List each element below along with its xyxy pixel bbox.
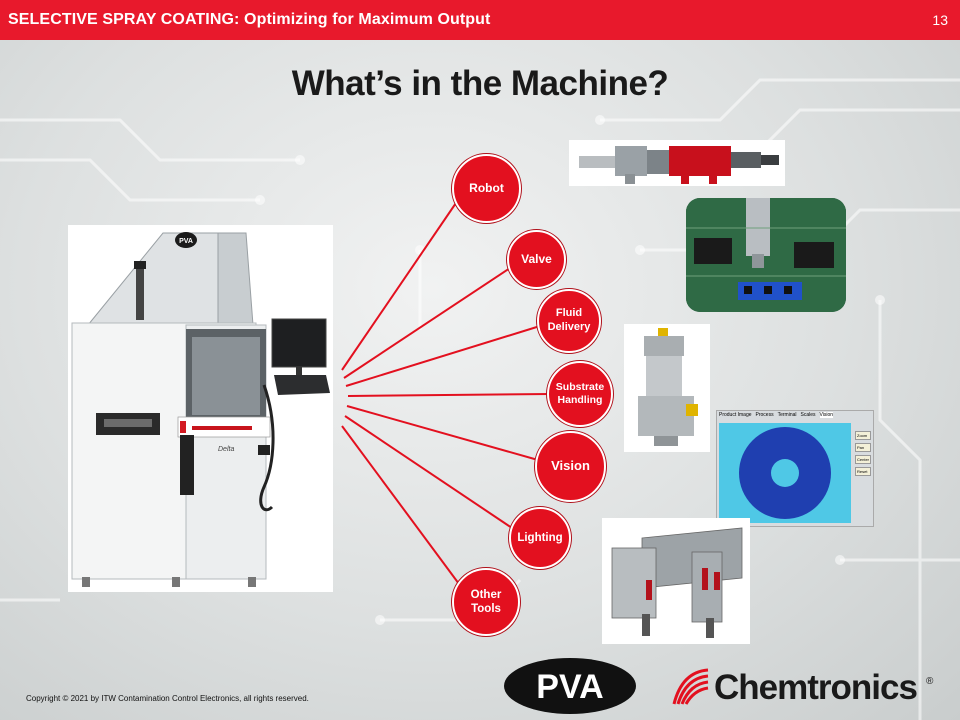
node-other-label-1: Other xyxy=(470,588,502,601)
connector-substrate xyxy=(347,393,551,397)
connector-lighting xyxy=(344,415,513,529)
vision-zoom-button[interactable]: Zoom xyxy=(855,431,872,440)
vision-tabs: Product Image Process Terminal Scales Vi… xyxy=(719,412,834,418)
node-fluid-label-2: Delivery xyxy=(547,321,591,333)
vision-image-area xyxy=(719,423,851,523)
machine-photo: PVA Delta xyxy=(68,225,333,592)
vision-center-button[interactable]: Center xyxy=(855,455,872,464)
node-substrate-handling[interactable]: Substrate Handling xyxy=(547,361,613,427)
connector-robot xyxy=(341,199,459,371)
node-robot-label: Robot xyxy=(469,181,504,195)
robot-head-photo xyxy=(569,140,785,186)
vision-pan-button[interactable]: Pan xyxy=(855,443,872,452)
pva-logo: PVA xyxy=(503,657,637,715)
node-other-tools[interactable]: Other Tools xyxy=(452,568,520,636)
other-tools-photo xyxy=(602,518,750,644)
vision-tab-terminal[interactable]: Terminal xyxy=(777,412,797,418)
node-lighting[interactable]: Lighting xyxy=(509,507,571,569)
node-vision-label: Vision xyxy=(551,458,590,474)
node-fluid-delivery[interactable]: Fluid Delivery xyxy=(537,289,601,353)
chemtronics-swirl-icon xyxy=(672,668,709,705)
fluid-delivery-photo xyxy=(624,324,710,452)
node-robot[interactable]: Robot xyxy=(452,154,521,223)
valve-pcb-photo xyxy=(686,198,846,312)
machine-model-label: Delta xyxy=(218,446,234,453)
copyright-text: Copyright © 2021 by ITW Contamination Co… xyxy=(26,694,309,703)
header-title: SELECTIVE SPRAY COATING: Optimizing for … xyxy=(8,11,491,28)
connector-vision xyxy=(346,405,539,461)
node-fluid-label-1: Fluid xyxy=(555,307,583,320)
vision-screen-photo: Product Image Process Terminal Scales Vi… xyxy=(716,410,874,527)
chemtronics-logo-text: Chemtronics xyxy=(714,668,918,707)
pva-logo-text: PVA xyxy=(536,668,603,706)
header-bar: SELECTIVE SPRAY COATING: Optimizing for … xyxy=(0,0,960,40)
connector-fluid xyxy=(345,325,541,387)
node-substrate-label-1: Substrate xyxy=(555,380,605,393)
machine-badge: PVA xyxy=(179,238,193,245)
vision-tab-process[interactable]: Process xyxy=(755,412,774,418)
node-lighting-label: Lighting xyxy=(517,531,563,544)
node-valve-label: Valve xyxy=(521,252,552,266)
chemtronics-logo: Chemtronics ® xyxy=(670,664,940,710)
slide-title: What’s in the Machine? xyxy=(291,64,669,103)
registered-mark: ® xyxy=(926,676,934,687)
node-substrate-label-2: Handling xyxy=(557,394,603,406)
vision-tab-product-image[interactable]: Product Image xyxy=(719,412,752,418)
vision-tab-scales[interactable]: Scales xyxy=(800,412,816,418)
node-vision[interactable]: Vision xyxy=(535,431,606,502)
node-other-label-2: Tools xyxy=(471,603,501,615)
node-valve[interactable]: Valve xyxy=(507,230,566,289)
vision-reset-button[interactable]: Reset xyxy=(855,467,872,476)
vision-tab-vision[interactable]: Vision xyxy=(819,412,834,418)
connector-other xyxy=(341,425,463,589)
connector-valve xyxy=(343,267,511,379)
page-number: 13 xyxy=(932,12,948,28)
